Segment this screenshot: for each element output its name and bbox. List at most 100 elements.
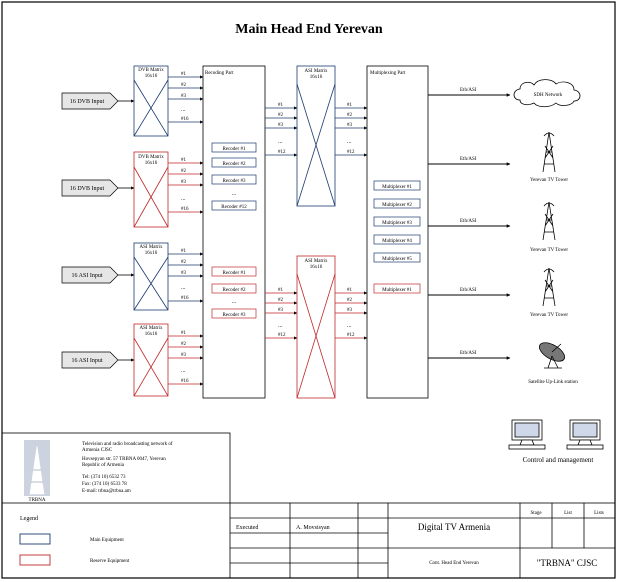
computer-icon — [508, 419, 546, 450]
company-line: Republic of Armenia — [82, 463, 125, 468]
matrix-name: DVB Matrix — [138, 155, 164, 160]
matrix-name: ASI Matrix — [305, 259, 328, 264]
port-label: #2 — [181, 169, 187, 174]
port-label: #12 — [347, 333, 355, 338]
recoder-backup: Recoder #1 — [223, 271, 246, 276]
company-line: Tel: (374 10) 6532 73 — [82, 475, 126, 480]
recoding-part-panel — [202, 65, 266, 399]
ports-asi-main — [168, 252, 204, 303]
legend-title: Legend — [20, 516, 38, 522]
matrix-size: 16x16 — [145, 251, 158, 256]
tower-icon — [542, 201, 556, 241]
port-label: #3 — [278, 308, 284, 313]
mux-main: Multiplexer #5 — [382, 257, 412, 262]
tower-icon — [542, 267, 556, 307]
recoder-main: Recoder #2 — [223, 162, 246, 167]
tb-project: Digital TV Armenia — [418, 522, 490, 532]
tb-person: A. Movsisyan — [296, 525, 330, 531]
port-label: #1 — [181, 249, 187, 254]
trbna-logo-icon — [24, 440, 50, 496]
matrix-name: ASI Matrix — [140, 326, 163, 331]
multiplexing-part-panel — [366, 65, 429, 399]
ports-recoding-backup — [265, 291, 298, 340]
tb-role: Executed — [236, 525, 258, 531]
input-arrow-1: 16 DVB Input — [61, 92, 119, 110]
tb-subtitle: Cont. Head End Yerevan — [429, 561, 479, 566]
legend-swatch-backup — [19, 554, 51, 566]
input-label-2: 16 DVB Input — [70, 186, 105, 192]
mux-main: Multiplexer #2 — [382, 203, 412, 208]
control-label: Control and management — [523, 456, 594, 464]
mux-main-list — [373, 180, 421, 263]
output-line-label: Eth/ASI — [460, 219, 477, 224]
port-label: #3 — [181, 271, 187, 276]
mux-main: Multiplexer #1 — [382, 185, 412, 190]
port-label: #1 — [347, 103, 353, 108]
tb-col-list: List — [564, 511, 572, 516]
port-label: #1 — [181, 158, 187, 163]
company-line: Hovsepyan str. 57 TRBNA 0047, Yerevan — [82, 457, 166, 462]
computer-icon — [566, 419, 604, 450]
matrix-name: DVB Matrix — [138, 68, 164, 73]
matrix-name: ASI Matrix — [140, 245, 163, 250]
matrix-size: 16x16 — [310, 265, 323, 270]
recoder-main-list — [211, 142, 257, 211]
input-label-3: 16 ASI Input — [71, 273, 102, 279]
port-label: ... — [347, 139, 352, 145]
company-block — [1, 432, 231, 504]
port-label: ... — [181, 107, 186, 113]
input-arrow-2: 16 DVB Input — [61, 179, 119, 197]
ports-asi-backup — [168, 334, 204, 386]
input-label-1: 16 DVB Input — [70, 99, 105, 105]
output-line-label: Eth/ASI — [460, 351, 477, 356]
ports-mux-main — [335, 106, 368, 157]
input-arrow-4: 16 ASI Input — [61, 351, 119, 369]
tb-col-stage: Stage — [530, 511, 542, 516]
port-label: ... — [181, 285, 186, 291]
legend-label: Main Equipment — [90, 538, 124, 543]
recoding-part-title: Recoding Part — [205, 71, 234, 76]
port-label: ... — [278, 139, 283, 145]
recoder-main: Recoder #12 — [221, 205, 247, 210]
port-label: #2 — [181, 260, 187, 265]
output-line-label: Eth/ASI — [460, 88, 477, 93]
port-label: #2 — [278, 298, 284, 303]
port-label: #12 — [278, 150, 286, 155]
ports-recoding-main — [265, 106, 298, 157]
recoder-backup-list — [211, 266, 257, 319]
output-target: SDH Network — [534, 93, 563, 98]
port-label: #1 — [278, 288, 284, 293]
matrix-size: 16x16 — [145, 161, 158, 166]
recoder-main: Recoder #1 — [223, 147, 246, 152]
port-label: #2 — [181, 83, 187, 88]
port-label: #1 — [347, 288, 353, 293]
company-line: Armenia CJSC — [82, 448, 113, 453]
recoder-main: Recoder #3 — [223, 179, 246, 184]
legend-label: Reserve Equipment — [90, 559, 130, 564]
matrix-size: 16x16 — [310, 75, 323, 80]
port-label: #2 — [347, 298, 353, 303]
recoder-backup: Recoder #2 — [223, 288, 246, 293]
output-matrix-asi-main — [296, 65, 336, 207]
diagram-title: Main Head End Yerevan — [235, 22, 383, 37]
port-label: #3 — [181, 94, 187, 99]
output-lines — [428, 93, 511, 360]
port-label: #2 — [347, 113, 353, 118]
logo-text: TRBNA — [29, 498, 46, 503]
mux-backup: Multiplexer #1 — [382, 288, 412, 293]
port-label: ... — [278, 323, 283, 329]
matrix-size: 16x16 — [145, 332, 158, 337]
satellite-dish-icon — [538, 342, 566, 369]
ports-dvb-backup — [168, 161, 204, 214]
output-line-label: Eth/ASI — [460, 288, 477, 293]
port-label: #3 — [278, 123, 284, 128]
recoder-main: ... — [232, 191, 237, 197]
port-label: #2 — [278, 113, 284, 118]
legend-swatch-main — [19, 533, 51, 545]
port-label: #1 — [181, 72, 187, 77]
ports-dvb-main — [168, 75, 204, 124]
port-label: #12 — [278, 333, 286, 338]
cloud-icon — [513, 79, 581, 108]
title-block-grid — [229, 502, 616, 579]
